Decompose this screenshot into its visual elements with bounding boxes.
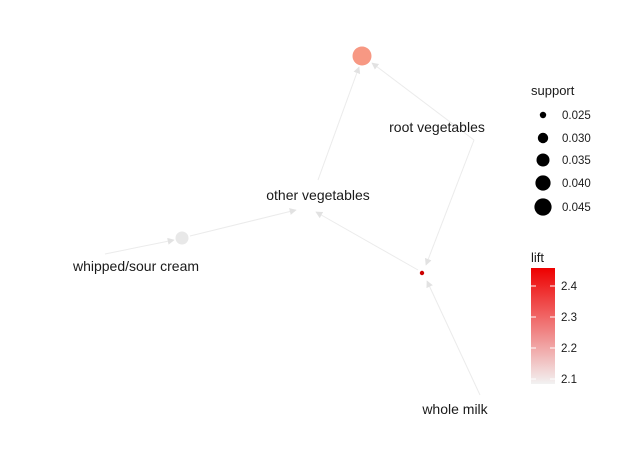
support-legend-label-5: 0.045 (562, 202, 591, 214)
support-legend-label-3: 0.035 (562, 155, 591, 167)
edge-root-vegetables-to-rule-1 (371, 62, 475, 141)
lift-legend: lift 2.4 2.3 2.2 2.1 (531, 250, 578, 386)
edges (104, 62, 481, 396)
support-legend-dot-1 (539, 111, 547, 119)
support-legend-dot-2 (537, 132, 549, 144)
lift-tick-label-3: 2.2 (561, 343, 577, 355)
support-legend-dot-4 (535, 175, 551, 191)
rule-nodes (175, 46, 425, 276)
support-legend-title: support (531, 83, 575, 98)
edge-root-vegetables-to-rule-3 (424, 139, 475, 266)
edge-other-vegetables-to-rule-1 (317, 66, 361, 181)
edge-rule-3-to-other-vegetables (315, 211, 419, 271)
lift-colorbar (531, 268, 555, 384)
lift-tick-label-4: 2.1 (561, 374, 577, 386)
item-label-whole-milk: whole milk (421, 401, 488, 417)
support-legend-label-1: 0.025 (562, 110, 591, 122)
rule-node-3[interactable] (419, 270, 425, 276)
support-legend: support 0.025 0.030 0.035 0.040 0.045 (531, 83, 591, 216)
rule-node-1[interactable] (352, 46, 372, 66)
lift-colorbar-ticks (531, 285, 555, 380)
item-label-whipped-sour-cream: whipped/sour cream (72, 258, 199, 274)
edge-whipped-sour-cream-to-rule-2 (104, 237, 175, 255)
lift-legend-title: lift (531, 250, 544, 265)
edge-whole-milk-to-rule-3 (426, 280, 481, 396)
edge-rule-2-to-other-vegetables (189, 208, 297, 237)
support-legend-label-2: 0.030 (562, 133, 591, 145)
support-legend-label-4: 0.040 (562, 178, 591, 190)
rule-node-2[interactable] (175, 231, 189, 245)
lift-tick-label-1: 2.4 (561, 281, 578, 293)
support-legend-dot-3 (536, 153, 550, 167)
item-label-other-vegetables: other vegetables (266, 187, 370, 203)
item-label-root-vegetables: root vegetables (389, 119, 485, 135)
lift-tick-label-2: 2.3 (561, 312, 577, 324)
support-legend-dot-5 (534, 198, 552, 216)
item-labels: root vegetables other vegetables whipped… (72, 119, 489, 417)
